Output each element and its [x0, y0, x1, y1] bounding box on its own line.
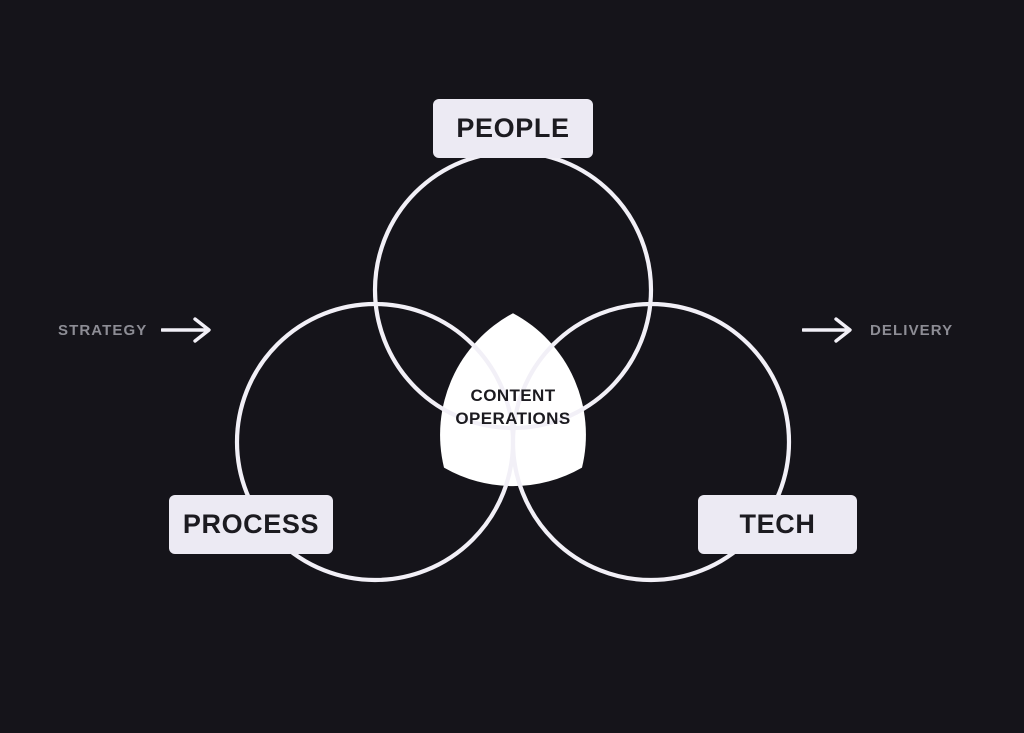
badge-process-text: PROCESS	[182, 509, 320, 539]
intersection-region-content-operations	[440, 313, 586, 487]
label-badge-people: PEOPLE	[433, 99, 593, 158]
flow-delivery: DELIVERY	[802, 313, 953, 347]
label-badge-process: PROCESS	[169, 495, 333, 554]
flow-delivery-label: DELIVERY	[870, 321, 954, 339]
circle-tech	[510, 301, 792, 583]
badge-tech-text: TECH	[739, 509, 816, 539]
flow-strategy: STRATEGY	[58, 313, 215, 347]
arrow-right-icon	[802, 317, 852, 343]
badge-people-text: PEOPLE	[456, 113, 570, 143]
flow-strategy-label: STRATEGY	[58, 321, 148, 339]
arrow-right-icon	[161, 317, 212, 343]
label-badge-tech: TECH	[698, 495, 857, 554]
